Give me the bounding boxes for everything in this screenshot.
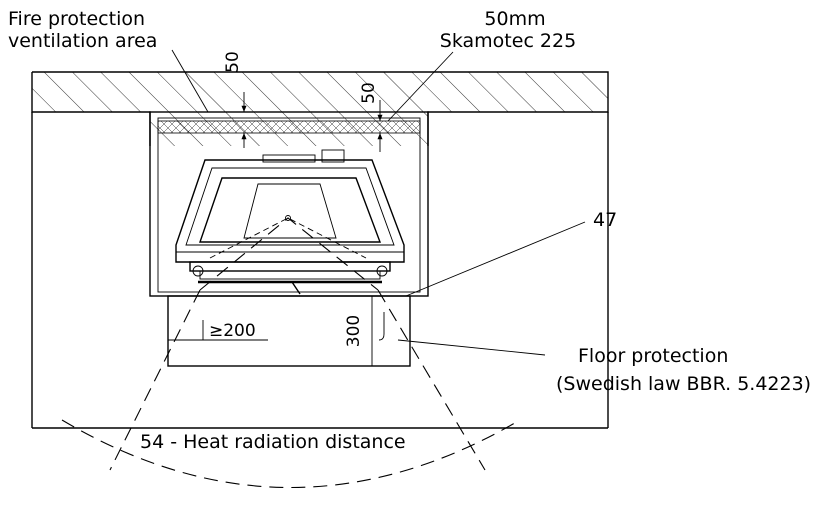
leader-lines [171,49,586,356]
skamotec-label-1: 50mm [484,8,545,30]
outer-wall [31,112,609,429]
fire-protection-label-2: ventilation area [8,30,157,52]
dim-front-distance: 300 [344,295,385,367]
heat-radiation-zone [61,217,521,488]
floor-protection-plate [167,295,411,367]
dim-top-gap-2: 50 [359,82,383,152]
floor-protection-label-1: Floor protection [578,345,728,367]
dim-top-gap-2-label: 50 [359,82,379,104]
fire-protection-label-1: Fire protection [8,8,145,30]
ceiling-hatch [31,71,609,146]
dim-front-distance-label: 300 [344,315,364,347]
dim-top-gap-1-label: 50 [223,51,243,73]
skamotec-layer [157,120,421,134]
dim-top-gap-1: 50 [223,51,247,148]
fireplace-insert [175,149,405,295]
dim-side-distance-label: ≥200 [209,321,256,341]
heat-radiation-label: 54 - Heat radiation distance [140,431,406,453]
dim-side-distance: ≥200 [202,320,256,341]
floor-protection-label-2: (Swedish law BBR. 5.4223) [556,373,811,395]
skamotec-label-2: Skamotec 225 [440,30,576,52]
callout-47-label: 47 [593,209,617,231]
